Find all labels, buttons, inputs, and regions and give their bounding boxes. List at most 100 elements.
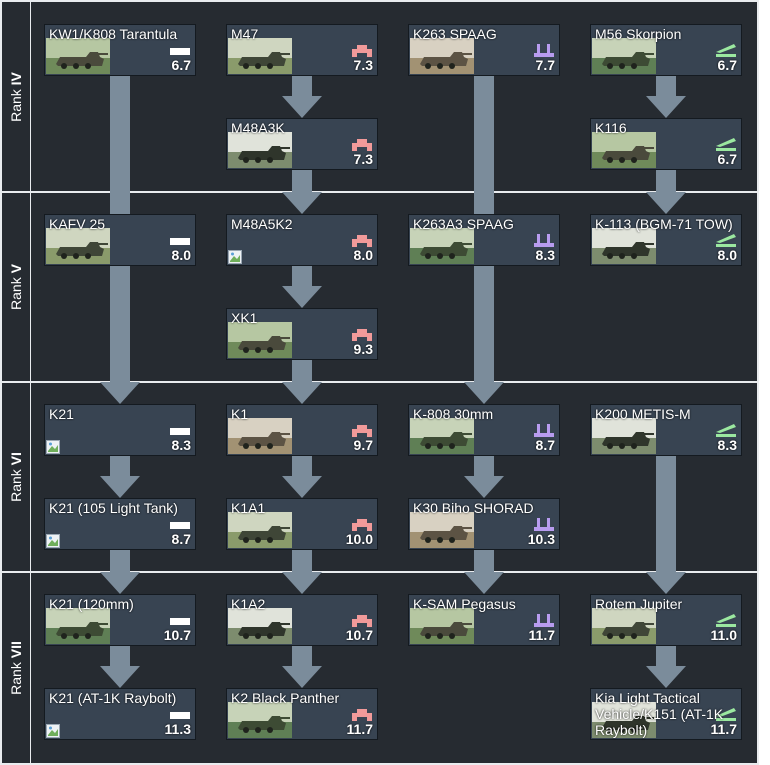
vehicle-name: M56 Skorpion xyxy=(595,26,682,42)
vehicle-name: M48A3K xyxy=(231,120,285,136)
vehicle-thumbnail xyxy=(228,418,292,454)
battle-rating: 8.3 xyxy=(535,247,555,263)
medium-tank-icon xyxy=(352,518,372,531)
battle-rating: 7.3 xyxy=(353,57,373,73)
vehicle-name: K21 (AT-1K Raybolt) xyxy=(49,690,177,706)
battle-rating: 8.7 xyxy=(171,531,191,547)
battle-rating: 10.0 xyxy=(345,531,373,547)
broken-image-icon xyxy=(46,534,60,548)
rank-separator xyxy=(2,0,757,2)
vehicle-thumbnail xyxy=(228,132,292,168)
rank-numeral: IV xyxy=(8,71,24,85)
tank-destroyer-icon xyxy=(716,44,736,57)
battle-rating: 8.0 xyxy=(717,247,737,263)
vehicle-thumbnail xyxy=(46,228,110,264)
battle-rating: 11.0 xyxy=(710,627,737,643)
vehicle-card-k21at[interactable]: K21 (AT-1K Raybolt)11.3 xyxy=(44,688,196,740)
medium-tank-icon xyxy=(352,44,372,57)
battle-rating: 6.7 xyxy=(717,57,737,73)
research-arrow xyxy=(282,456,322,498)
research-arrow xyxy=(282,550,322,594)
rank-prefix: Rank xyxy=(8,84,24,122)
vehicle-thumbnail xyxy=(592,38,656,74)
vehicle-thumbnail xyxy=(228,322,292,358)
vehicle-thumbnail xyxy=(592,702,656,738)
medium-tank-icon xyxy=(352,138,372,151)
research-arrow xyxy=(100,550,140,594)
medium-tank-icon xyxy=(352,424,372,437)
battle-rating: 9.7 xyxy=(353,437,373,453)
rank-numeral: VI xyxy=(8,452,24,466)
vehicle-thumbnail xyxy=(592,608,656,644)
battle-rating: 7.3 xyxy=(353,151,373,167)
vehicle-thumbnail xyxy=(410,418,474,454)
rank-divider xyxy=(30,573,31,763)
battle-rating: 11.7 xyxy=(346,721,373,737)
battle-rating: 8.7 xyxy=(535,437,555,453)
rank-label-v: Rank V xyxy=(2,193,30,381)
light-tank-icon xyxy=(170,708,190,721)
light-tank-icon xyxy=(170,424,190,437)
battle-rating: 11.7 xyxy=(528,627,555,643)
vehicle-card-m48a3k[interactable]: M48A3K 7.3 xyxy=(226,118,378,170)
battle-rating: 8.3 xyxy=(717,437,737,453)
vehicle-card-kia[interactable]: Kia Light Tactical Vehicle/K151 (AT-1K R… xyxy=(590,688,742,740)
vehicle-card-k30[interactable]: K30 Biho SHORAD 10.3 xyxy=(408,498,560,550)
vehicle-name: K1A2 xyxy=(231,596,266,612)
spaa-icon xyxy=(534,614,554,627)
research-arrow xyxy=(646,646,686,688)
research-arrow xyxy=(646,170,686,214)
battle-rating: 9.3 xyxy=(353,341,373,357)
vehicle-name: K116 xyxy=(595,120,627,136)
vehicle-card-m56[interactable]: M56 Skorpion 6.7 xyxy=(590,24,742,76)
battle-rating: 10.3 xyxy=(527,531,555,547)
vehicle-name: KAFV 25 xyxy=(49,216,106,232)
vehicle-name: Kia Light Tactical Vehicle/K151 (AT-1K R… xyxy=(595,690,724,738)
research-arrow xyxy=(282,170,322,214)
vehicle-thumbnail xyxy=(46,608,110,644)
vehicle-name: K21 xyxy=(49,406,74,422)
rank-numeral: V xyxy=(8,264,25,274)
research-arrow xyxy=(646,456,686,594)
light-tank-icon xyxy=(170,614,190,627)
vehicle-card-k21120[interactable]: K21 (120mm)10.7 xyxy=(44,594,196,646)
rank-divider xyxy=(30,2,31,191)
vehicle-card-k21lt[interactable]: K21 (105 Light Tank) 8.7 xyxy=(44,498,196,550)
vehicle-thumbnail xyxy=(410,228,474,264)
medium-tank-icon xyxy=(352,708,372,721)
vehicle-thumbnail xyxy=(228,702,292,738)
vehicle-thumbnail xyxy=(410,512,474,548)
tank-destroyer-icon xyxy=(716,708,736,721)
vehicle-name: K1A1 xyxy=(231,500,266,516)
vehicle-card-k1[interactable]: K1 9.7 xyxy=(226,404,378,456)
research-arrow xyxy=(282,266,322,308)
vehicle-card-k1a1[interactable]: K1A1 10.0 xyxy=(226,498,378,550)
vehicle-name: K-113 (BGM-71 TOW) xyxy=(595,216,733,232)
broken-image-icon xyxy=(46,440,60,454)
vehicle-name: K30 Biho SHORAD xyxy=(413,500,534,516)
tank-destroyer-icon xyxy=(716,138,736,151)
battle-rating: 11.7 xyxy=(710,721,737,737)
vehicle-card-k113[interactable]: K-113 (BGM-71 TOW) 8.0 xyxy=(590,214,742,266)
light-tank-icon xyxy=(170,234,190,247)
vehicle-name: K21 (105 Light Tank) xyxy=(49,500,178,516)
vehicle-name: K263 SPAAG xyxy=(413,26,497,42)
vehicle-name: K1 xyxy=(231,406,249,422)
vehicle-thumbnail xyxy=(228,608,292,644)
